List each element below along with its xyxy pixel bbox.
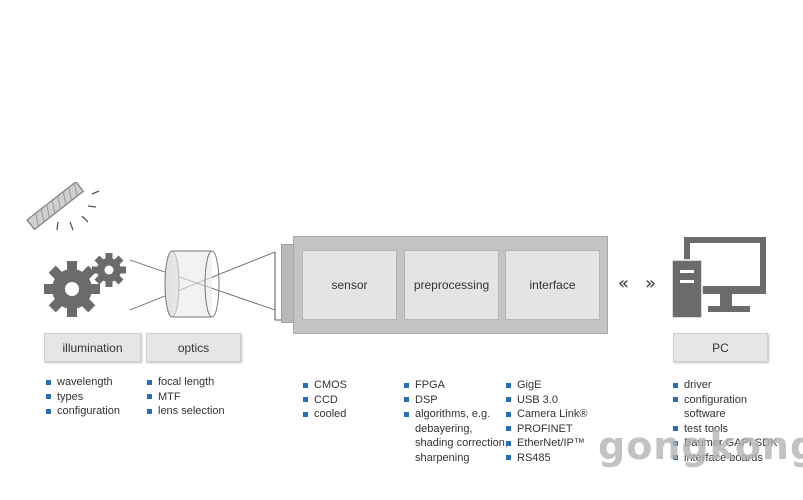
chevron-left-icon: « (618, 273, 630, 294)
pc-label: PC (712, 340, 729, 355)
chevron-right-icon: » (645, 273, 657, 294)
list-item: Camera Link® (506, 407, 587, 422)
optics-box: optics (146, 333, 241, 362)
list-item: CMOS (303, 378, 347, 393)
illumination-label: illumination (62, 340, 123, 355)
list-item: USB 3.0 (506, 393, 587, 408)
illumination-box: illumination (44, 333, 141, 362)
list-item: driver (673, 378, 778, 393)
preprocessing-list: FPGA DSP algorithms, e.g. debayering, sh… (404, 378, 508, 465)
list-item: interface boards (673, 451, 778, 466)
optics-list: focal length MTF lens selection (147, 375, 225, 419)
list-item: types (46, 390, 120, 405)
list-item: PROFINET (506, 422, 587, 437)
list-item: CCD (303, 393, 347, 408)
gears-icon (44, 253, 126, 317)
interface-label: interface (529, 278, 576, 292)
list-item: debayering, (415, 422, 473, 435)
preprocessing-module: preprocessing (404, 250, 499, 320)
illumination-list: wavelength types configuration (46, 375, 120, 419)
list-item: wavelength (46, 375, 120, 390)
list-item: configuration (46, 404, 120, 419)
computer-icon (671, 237, 766, 319)
list-item: DSP (404, 393, 508, 408)
pc-box: PC (673, 333, 768, 362)
watermark: gongkong (598, 424, 803, 468)
lens-icon (164, 250, 220, 318)
sensor-list: CMOS CCD cooled (303, 378, 347, 422)
list-item: focal length (147, 375, 225, 390)
optics-diagram (129, 250, 281, 321)
list-item: EtherNet/IP™ (506, 436, 587, 451)
pc-list: driver configuration software test tools… (673, 378, 778, 465)
list-item: algorithms, e.g. (404, 407, 508, 422)
lamp-icon (26, 182, 100, 231)
sensor-module: sensor (302, 250, 397, 320)
preprocessing-label: preprocessing (413, 278, 490, 292)
list-item: lens selection (147, 404, 225, 419)
list-item: software (684, 408, 726, 420)
list-item: GigE (506, 378, 587, 393)
optics-label: optics (177, 340, 210, 355)
list-item: RS485 (506, 451, 587, 466)
interface-list: GigE USB 3.0 Camera Link® PROFINET Ether… (506, 378, 587, 465)
list-item: test tools (673, 422, 778, 437)
list-item: Baumer GAPI SDK (673, 436, 778, 451)
interface-module: interface (505, 250, 600, 320)
list-item: FPGA (404, 378, 508, 393)
list-item: shading correction, (415, 437, 508, 449)
list-item: cooled (303, 407, 347, 422)
list-item: sharpening (415, 451, 470, 464)
list-item: MTF (147, 390, 225, 405)
list-item: configuration (673, 393, 778, 408)
sensor-label: sensor (331, 278, 368, 292)
